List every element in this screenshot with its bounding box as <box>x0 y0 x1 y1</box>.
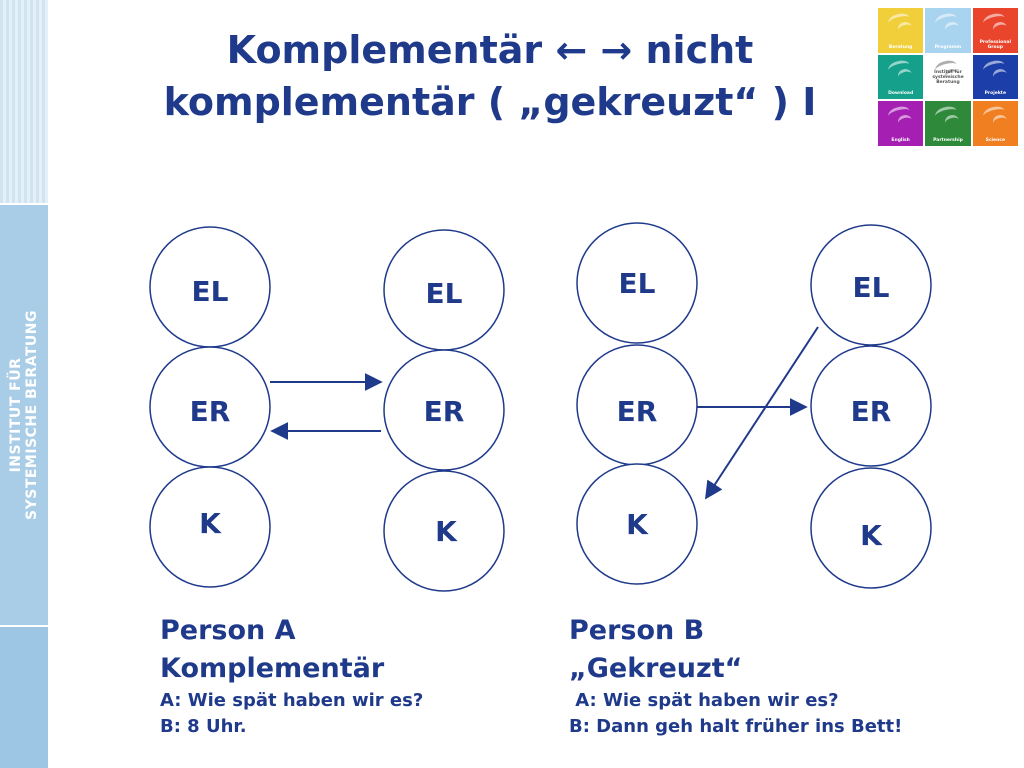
title-line-2: komplementär ( „gekreuzt“ ) I <box>163 80 817 124</box>
nav-tile-label: Institut für systemische Beratung <box>932 70 964 86</box>
ego-state-label: ER <box>190 395 231 428</box>
slide-title: Komplementär ← → nicht komplementär ( „g… <box>120 24 860 128</box>
nav-tile[interactable]: English <box>878 101 924 146</box>
ego-state-circle <box>383 470 505 592</box>
ego-state-circle <box>810 467 932 589</box>
ego-state-label: ER <box>424 395 465 428</box>
sidebar-band-middle <box>0 205 48 625</box>
nav-tile-label: Partnership <box>933 138 963 143</box>
ego-state-label: EL <box>853 271 890 304</box>
nav-tile[interactable]: Partnership <box>925 101 971 146</box>
caption-b-subheading: „Gekreuzt“ <box>569 653 743 684</box>
ego-state-label: EL <box>426 277 463 310</box>
caption-a-line-2: B: 8 Uhr. <box>160 716 247 737</box>
sidebar-divider <box>0 625 48 627</box>
nav-tile[interactable]: Science <box>972 101 1018 146</box>
ego-state-circle <box>810 345 932 467</box>
nav-tile-label: Science <box>985 138 1006 143</box>
sidebar-band-bottom <box>0 627 48 768</box>
caption-b-line-2: B: Dann geh halt früher ins Bett! <box>569 716 903 737</box>
ego-state-label: EL <box>192 275 229 308</box>
ego-state-label: K <box>626 508 649 541</box>
caption-person-b: Person B „Gekreuzt“ A: Wie spät haben wi… <box>569 612 902 740</box>
sidebar-divider <box>0 203 48 205</box>
nav-tile[interactable]: Programm <box>925 8 971 53</box>
title-line-1: Komplementär ← → nicht <box>226 28 754 72</box>
ego-state-circle <box>149 466 271 588</box>
ego-state-label: ER <box>617 395 658 428</box>
nav-tile-label: Beratung <box>888 44 913 50</box>
nav-tile[interactable]: Institut für systemische Beratung <box>925 54 971 100</box>
ego-state-label: K <box>435 515 458 548</box>
caption-a-heading: Person A <box>160 615 296 646</box>
ego-state-circle <box>576 222 698 344</box>
nav-tile-label: Programm <box>934 44 962 50</box>
ego-state-circle <box>576 463 698 585</box>
caption-a-subheading: Komplementär <box>160 653 385 684</box>
nav-tile-label: Professional Group <box>979 39 1012 50</box>
nav-tile[interactable]: Beratung <box>878 8 924 53</box>
nav-tile[interactable]: Download <box>878 54 924 100</box>
caption-person-a: Person A Komplementär A: Wie spät haben … <box>160 612 423 740</box>
ego-state-label: K <box>199 507 222 540</box>
nav-tile-label: Download <box>888 91 914 97</box>
ego-state-circle <box>383 349 505 471</box>
sidebar-band-top <box>0 0 48 203</box>
nav-tile-label: English <box>891 138 910 143</box>
caption-b-heading: Person B <box>569 615 705 646</box>
caption-b-line-1: A: Wie spät haben wir es? <box>569 690 839 711</box>
arrow-el-to-k-crossed <box>705 326 819 500</box>
nav-tile[interactable]: Professional Group <box>972 8 1018 53</box>
ego-state-label: EL <box>619 267 656 300</box>
ego-state-label: K <box>860 519 883 552</box>
ego-state-circle <box>810 224 932 346</box>
ego-state-label: ER <box>851 395 892 428</box>
nav-tile[interactable]: Projekte <box>972 54 1018 100</box>
caption-a-line-1: A: Wie spät haben wir es? <box>160 690 424 711</box>
nav-tile-label: Projekte <box>984 91 1007 97</box>
